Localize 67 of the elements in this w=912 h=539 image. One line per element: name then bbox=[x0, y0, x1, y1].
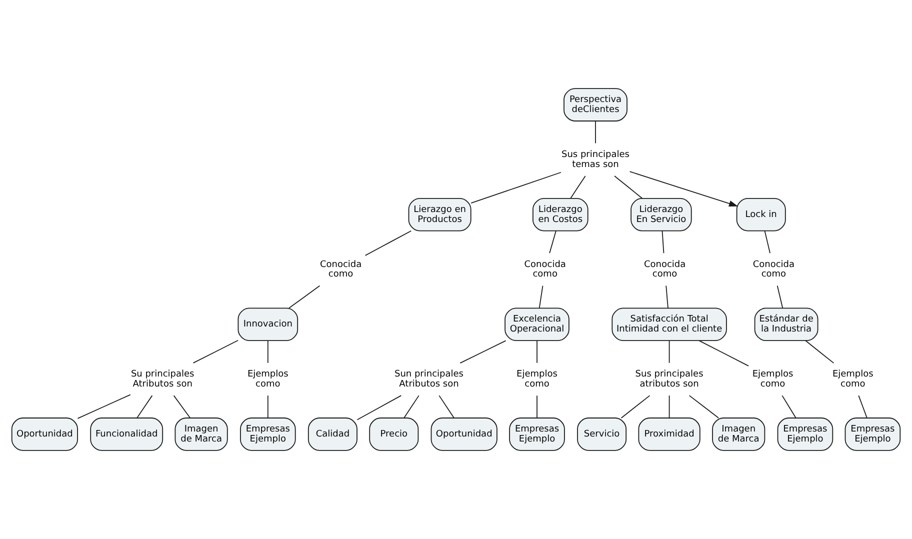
node-box: Perspectiva deClientes bbox=[564, 88, 628, 122]
connector bbox=[662, 230, 664, 254]
connector bbox=[782, 395, 796, 418]
node-text: Sus principales atributos son bbox=[635, 370, 704, 390]
connector bbox=[595, 120, 596, 144]
node-text: Sun principales Atributos son bbox=[394, 370, 464, 390]
node-text: Ejemplos como bbox=[247, 370, 288, 390]
node-box: Oportunidad bbox=[11, 418, 78, 451]
connector bbox=[688, 395, 720, 418]
connector bbox=[614, 176, 643, 199]
connector bbox=[136, 395, 153, 418]
node-text: Conocida como bbox=[644, 260, 686, 280]
node-box: Satisfacción Total Intimidad con el cliente bbox=[612, 308, 727, 342]
node-text: Su principales Atributos son bbox=[130, 370, 194, 390]
node-box: Imagen de Marca bbox=[174, 418, 228, 451]
node-box: Liderazgo En Servicio bbox=[630, 198, 692, 232]
connector bbox=[549, 230, 556, 254]
node-text: Conocida como bbox=[320, 260, 362, 280]
node-box: Excelencia Operacional bbox=[504, 308, 570, 342]
connector bbox=[438, 395, 454, 418]
node-box: Precio bbox=[369, 418, 419, 451]
connector bbox=[267, 395, 268, 418]
connector bbox=[666, 285, 668, 308]
node-box: Liderazgo en Costos bbox=[532, 198, 588, 232]
connector bbox=[668, 395, 670, 418]
node-text: Conocida como bbox=[752, 260, 795, 280]
connector bbox=[267, 340, 268, 364]
node-text: Ejemplos como bbox=[516, 370, 558, 390]
node-text: Conocida como bbox=[524, 260, 566, 280]
connector bbox=[668, 340, 670, 364]
node-box: Lierazgo en Productos bbox=[408, 198, 472, 232]
connector bbox=[470, 172, 562, 204]
arrow bbox=[629, 171, 738, 207]
connector bbox=[356, 395, 402, 420]
connector bbox=[570, 176, 586, 199]
node-box: Estándar de la Industria bbox=[754, 308, 818, 342]
connector bbox=[620, 395, 650, 418]
connector bbox=[538, 285, 544, 308]
connector bbox=[173, 395, 190, 418]
connector bbox=[77, 394, 131, 419]
connector bbox=[404, 395, 420, 418]
node-box: Lock in bbox=[736, 198, 786, 232]
connector bbox=[536, 395, 538, 418]
connector bbox=[192, 340, 238, 364]
node-box: Funcionalidad bbox=[90, 418, 164, 451]
node-text: Ejemplos como bbox=[752, 370, 794, 390]
connector bbox=[364, 230, 412, 256]
node-box: Proximidad bbox=[638, 418, 700, 451]
connector bbox=[764, 230, 770, 254]
connector bbox=[805, 340, 834, 364]
node-box: Calidad bbox=[308, 418, 358, 451]
node-box: Empresas Ejemplo bbox=[844, 418, 901, 451]
node-box: Empresas Ejemplo bbox=[240, 418, 296, 451]
node-box: Empresas Ejemplo bbox=[509, 418, 565, 451]
node-box: Oportunidad bbox=[430, 418, 498, 451]
node-box: Imagen de Marca bbox=[712, 418, 766, 451]
node-box: Innovacion bbox=[238, 308, 298, 342]
connector bbox=[288, 285, 320, 309]
connector bbox=[698, 340, 749, 366]
node-box: Empresas Ejemplo bbox=[777, 418, 834, 451]
connector bbox=[858, 395, 868, 418]
node-text: Sus principales temas son bbox=[562, 150, 630, 170]
connector bbox=[776, 285, 784, 308]
node-box: Servicio bbox=[577, 418, 627, 451]
node-text: Ejemplos como bbox=[832, 370, 874, 390]
connector bbox=[536, 340, 538, 364]
connector bbox=[460, 340, 506, 364]
